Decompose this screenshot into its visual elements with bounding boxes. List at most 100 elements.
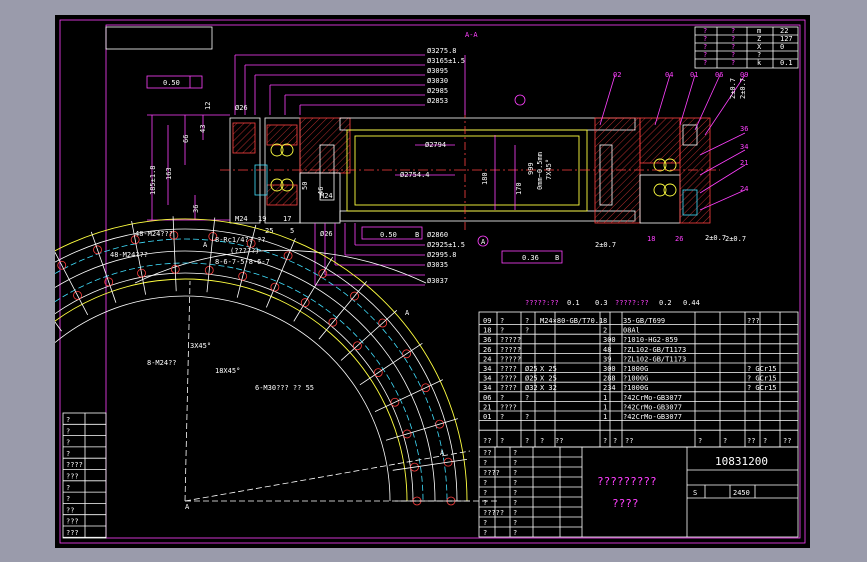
- bom-material: ?ZL102-GB/T1173: [623, 346, 686, 354]
- tb-cell: ?: [483, 479, 487, 487]
- top-table-cell: m: [757, 27, 761, 35]
- drawing-number: 10831200: [715, 455, 768, 468]
- bolt-hole: [73, 291, 82, 300]
- left-dimension: 19: [258, 215, 266, 223]
- section-view: [220, 110, 720, 230]
- left-dimension: 163: [165, 167, 173, 180]
- bom-cell: ?: [500, 394, 504, 402]
- tolerance-value: 0.3: [595, 299, 608, 307]
- bom-number: 36: [483, 336, 491, 344]
- right-dimension: 2±0.7: [725, 235, 746, 243]
- right-leader-lines: [599, 74, 746, 211]
- top-dimension: Ø3030: [427, 77, 448, 85]
- bom-cell: ????: [500, 375, 517, 383]
- ring-arc: [55, 262, 424, 502]
- mid-dimension: B: [555, 254, 559, 262]
- bom-qty: 234: [603, 384, 616, 392]
- part-label: 04: [665, 71, 673, 79]
- margin-cell: ?: [66, 450, 70, 458]
- arc-label: (?????): [230, 247, 260, 255]
- bom-material: ?1010-HG2-859: [623, 336, 678, 344]
- left-dimension-lines: [146, 75, 230, 221]
- arc-label: 48-M24???: [110, 251, 148, 259]
- mid-annotation: 999: [527, 162, 535, 175]
- top-table-cell: 0: [780, 43, 784, 51]
- bom-cell: ?: [525, 394, 529, 402]
- mid-dimension: A: [481, 238, 486, 246]
- bolt-hole: [410, 462, 419, 472]
- ring-arc: [55, 218, 468, 502]
- tb-cell: ?: [513, 529, 517, 537]
- bom-header: ?: [603, 437, 607, 445]
- tb-cell: ?: [513, 509, 517, 517]
- bom-number: 34: [483, 365, 491, 373]
- section-label: A-A: [465, 31, 478, 39]
- bom-qty: 39: [603, 355, 611, 363]
- top-table-cell: 0.1: [780, 59, 793, 67]
- top-table-cell: X: [757, 43, 762, 51]
- top-table-cell: ?: [731, 27, 735, 35]
- bom-number: 34: [483, 375, 491, 383]
- tolerance-value: 0.44: [683, 299, 700, 307]
- top-table-cell: Z: [757, 35, 761, 43]
- bottom-dimension: Ø2860: [427, 231, 448, 239]
- bolt-hole: [130, 235, 140, 245]
- bolt-hole: [137, 268, 146, 278]
- bom-material: ?42CrMo-GB3077: [623, 403, 682, 411]
- bom-qty: 300: [603, 336, 616, 344]
- left-dimension: 185±1.8: [149, 165, 157, 195]
- bolt-hole: [328, 317, 338, 327]
- inner-border: [105, 24, 801, 539]
- margin-cell: ??: [66, 506, 74, 514]
- bom-header: ?: [763, 437, 767, 445]
- tb-cell: ?: [513, 469, 517, 477]
- top-dimension: Ø3095: [427, 67, 448, 75]
- bom-number: 34: [483, 384, 491, 392]
- bom-qty: 1: [603, 394, 607, 402]
- bom-cell: ?: [500, 317, 504, 325]
- bolt-hole: [93, 245, 102, 255]
- tb-cell: ?: [483, 489, 487, 497]
- radial-line: [206, 217, 216, 293]
- tb-cell: ??: [483, 449, 491, 457]
- bom-qty: 48: [603, 346, 611, 354]
- bom-header: ?: [525, 437, 529, 445]
- top-dimension-lines: [234, 54, 466, 115]
- bom-cell: ?: [525, 413, 529, 421]
- radial-line: [340, 310, 398, 361]
- top-table-cell: 127: [780, 35, 793, 43]
- top-dimension: Ø3275.8: [427, 47, 457, 55]
- ring-arc: [55, 278, 408, 502]
- top-table-cell: ?: [731, 51, 735, 59]
- bom-number: 26: [483, 346, 491, 354]
- bom-header: ??: [747, 437, 755, 445]
- bom-header: ?: [698, 437, 702, 445]
- bom-note: ? GCr15: [747, 365, 777, 373]
- top-dimension: Ø2853: [427, 97, 448, 105]
- bom-material: ?ZL102-GB/T1173: [623, 355, 686, 363]
- bom-material: ?1000G: [623, 365, 648, 373]
- bom-material: 08Al: [623, 327, 640, 335]
- mid-annotation: 7X45°: [545, 159, 553, 180]
- bolt-hole: [104, 277, 114, 287]
- bom-qty: 1: [603, 403, 607, 411]
- bom-cell: X 25: [540, 365, 557, 373]
- margin-cell: ???: [66, 473, 79, 481]
- bolt-hole: [353, 341, 362, 351]
- left-dimension: M24: [235, 215, 248, 223]
- radial-line: [131, 220, 147, 295]
- bom-note: ? GCr15: [747, 375, 777, 383]
- part-label: 01: [690, 71, 698, 79]
- part-label: 26: [675, 235, 683, 243]
- bolt-hole: [318, 269, 328, 278]
- left-dimension: 66: [182, 135, 190, 143]
- bolt-hole: [300, 298, 310, 307]
- bom-note: ? GCr15: [747, 384, 777, 392]
- bom-number: 18: [483, 327, 491, 335]
- bom-number: 24: [483, 355, 491, 363]
- bom-cell: ????: [500, 384, 517, 392]
- bolt-hole: [283, 251, 293, 261]
- part-label: 09: [740, 71, 748, 79]
- arc-label: 18X45°: [215, 367, 240, 375]
